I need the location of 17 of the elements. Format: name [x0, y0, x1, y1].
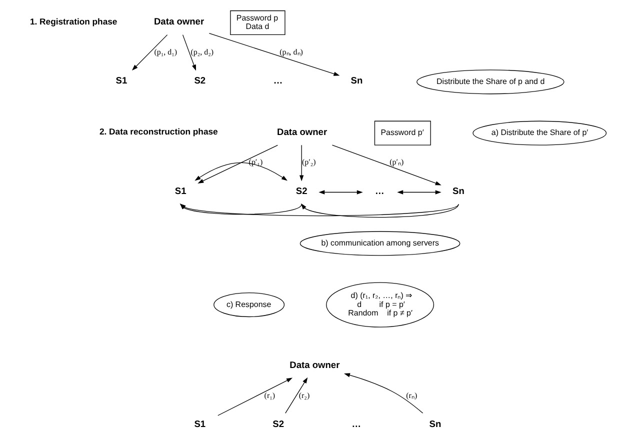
- node-text: S1: [116, 76, 128, 86]
- node-text: …: [375, 186, 384, 196]
- node-text: S1: [194, 419, 206, 430]
- node-text: Data owner: [290, 360, 340, 370]
- node-text: …: [352, 419, 362, 430]
- label: 1. Registration phase: [30, 16, 118, 26]
- node-text: S1: [174, 186, 186, 196]
- node-text: S2: [272, 419, 284, 430]
- node-text: …: [273, 76, 283, 86]
- node-text: Sn: [350, 76, 363, 86]
- label: 2. Data reconstruction phase: [99, 126, 218, 137]
- node-text: S2: [194, 76, 206, 86]
- node-text: Data owner: [154, 16, 204, 27]
- node-text: Data owner: [276, 126, 328, 137]
- node-text: Sn: [429, 419, 442, 430]
- node-text: Sn: [452, 186, 464, 196]
- node-text: S2: [296, 186, 308, 196]
